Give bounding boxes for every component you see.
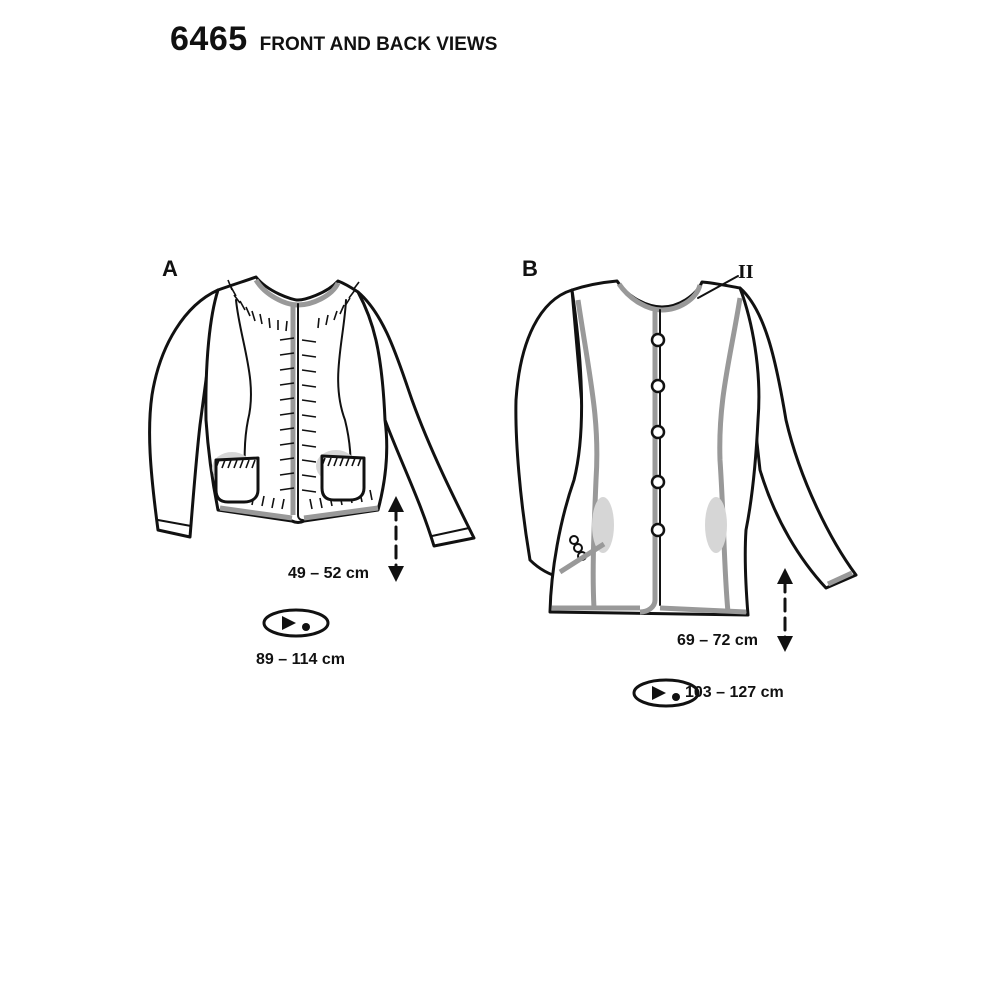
circumference-measure-b: 103 – 127 cm [685, 684, 784, 701]
length-arrow-icon [777, 568, 793, 652]
length-measure-b: 69 – 72 cm [677, 632, 758, 649]
page-title: FRONT AND BACK VIEWS [259, 34, 498, 55]
view-label-b: B [522, 256, 538, 281]
jacket-b-front-icon [514, 275, 858, 617]
header: 6465 FRONT AND BACK VIEWS [170, 20, 497, 59]
length-measure-a: 49 – 52 cm [288, 565, 369, 582]
circumference-icon [632, 678, 700, 708]
jacket-a-front-icon [148, 275, 476, 548]
piece-label-ii: II [738, 261, 754, 283]
pattern-number: 6465 [170, 20, 248, 58]
circumference-icon [262, 608, 330, 638]
circumference-measure-a: 89 – 114 cm [256, 651, 345, 668]
view-label-a: A [162, 256, 178, 281]
length-arrow-icon [388, 496, 404, 582]
